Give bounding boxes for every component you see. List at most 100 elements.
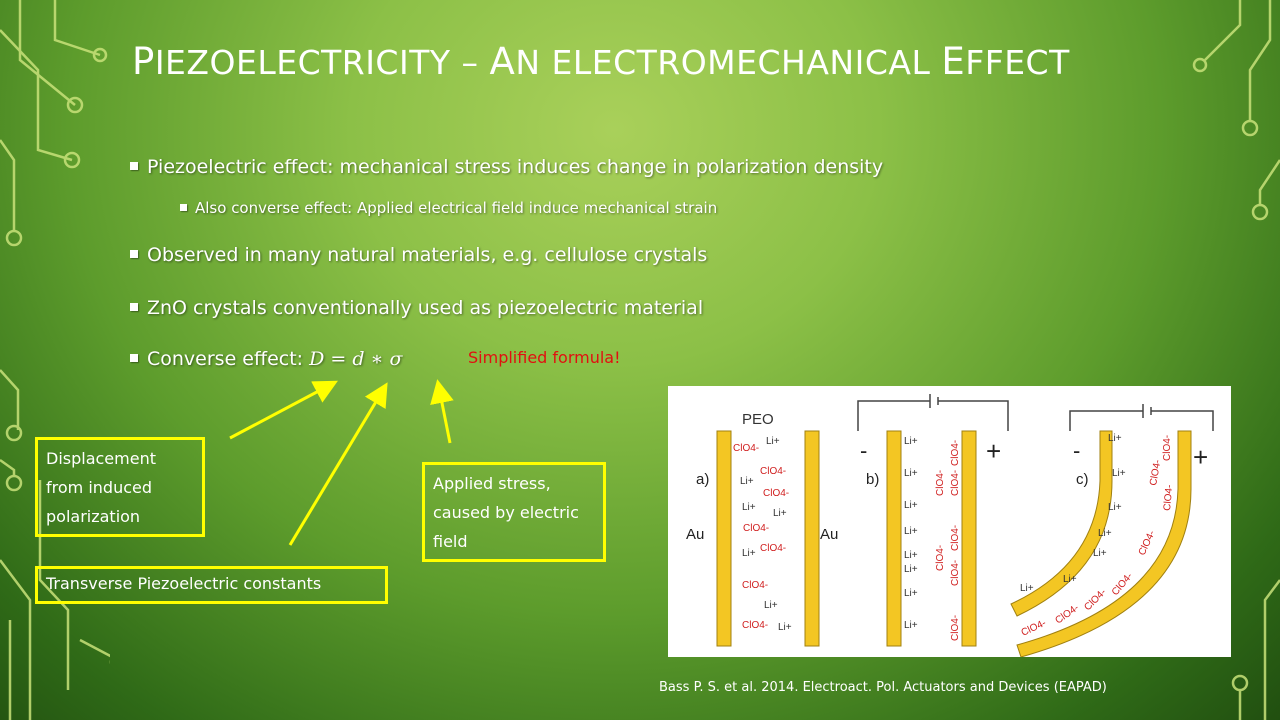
electrode-right [804,430,820,647]
bullet-marker [130,354,138,362]
bullet-text: Observed in many natural materials, e.g.… [147,244,708,266]
title-part: E [941,40,966,83]
ions-panel-a: ClO4- Li+ ClO4- Li+ ClO4- Li+ Li+ ClO4- … [733,436,792,633]
electrode-right [961,430,977,647]
sub-bullet-item: Also converse effect: Applied electrical… [180,199,717,217]
panel-label-b: b) [866,471,879,488]
panel-label-c: c) [1076,471,1089,488]
li-ion: Li+ [904,620,918,631]
bullet-marker [130,303,138,311]
title-part: A [489,40,516,83]
li-ion: Li+ [904,588,918,599]
clo4-ion: ClO4- [950,615,961,641]
li-ion: Li+ [904,436,918,447]
clo4-ion: ClO4- [742,620,768,631]
clo4-ion: ClO4- [950,560,961,586]
minus-sign-b: - [860,438,867,463]
bullet-item: Converse effect: D = d ∗ σ [130,348,402,370]
title-part: N ELECTROMECHANICAL [515,43,942,82]
slide-title: PIEZOELECTRICITY – AN ELECTROMECHANICAL … [132,40,1182,83]
plus-sign-b: + [986,436,1001,466]
li-ion: Li+ [773,508,787,519]
clo4-ion: ClO4- [935,470,946,496]
circuit-decoration-right [1192,0,1280,720]
bullet-marker [130,162,138,170]
au-right-label: Au [820,526,838,543]
li-ion: Li+ [1063,574,1077,585]
li-ion: Li+ [904,468,918,479]
au-left-label: Au [686,526,704,543]
panel-label-a: a) [696,471,709,488]
li-ion: Li+ [1112,468,1126,479]
transverse-annotation-box: Transverse Piezoelectric constants [35,566,388,604]
circuit-wire-b [857,394,1009,431]
clo4-ion: ClO4- [950,470,961,496]
clo4-ion: ClO4- [1148,459,1163,487]
clo4-ion: ClO4- [1020,618,1048,639]
sub-bullet-text: Also converse effect: Applied electrical… [195,199,718,217]
clo4-ion: ClO4- [760,543,786,554]
li-ion: Li+ [742,548,756,559]
arrow-displacement [229,380,338,440]
ions-panel-c: Li+ Li+ Li+ Li+ Li+ Li+ Li+ [1020,433,1126,594]
circuit-decoration-left [0,0,110,720]
ions-panel-b: Li+ Li+ Li+ Li+ Li+ Li+ Li+ Li+ [904,436,918,631]
ions-panel-b-anions: ClO4- ClO4- ClO4- ClO4- ClO4- ClO4- ClO4… [935,440,961,641]
bent-electrode-inner [1010,430,1113,617]
li-ion: Li+ [766,436,780,447]
clo4-ion: ClO4- [1137,529,1158,557]
annotation-text: Transverse Piezoelectric constants [46,574,322,593]
li-ion: Li+ [1108,433,1122,444]
actuator-diagram: PEO a) Au Au ClO4- Li+ ClO4- Li+ ClO4- L… [668,386,1231,658]
li-ion: Li+ [1108,502,1122,513]
li-ion: Li+ [1020,583,1034,594]
title-part: IEZOELECTRICITY [154,43,451,82]
plus-sign-c: + [1193,442,1208,472]
annotation-text: Applied stress, caused by electric field [433,474,579,551]
electrode-left [716,430,732,647]
clo4-ion: ClO4- [1162,435,1173,461]
clo4-ion: ClO4- [935,545,946,571]
li-ion: Li+ [1098,528,1112,539]
li-ion: Li+ [904,526,918,537]
arrow-transverse [288,382,388,546]
title-part: – [450,43,490,82]
clo4-ion: ClO4- [763,488,789,499]
clo4-ion: ClO4- [743,523,769,534]
title-part: FFECT [965,43,1070,82]
bullet-text: Piezoelectric effect: mechanical stress … [147,156,884,178]
li-ion: Li+ [764,600,778,611]
li-ion: Li+ [904,500,918,511]
li-ion: Li+ [1093,548,1107,559]
annotation-text: Displacement from induced polarization [46,449,156,526]
bullet-text: ZnO crystals conventionally used as piez… [147,297,704,319]
bullet-marker [180,204,187,211]
bullet-item: Observed in many natural materials, e.g.… [130,244,707,266]
citation: Bass P. S. et al. 2014. Electroact. Pol.… [659,680,1107,695]
bullet-text: Converse effect: [147,348,310,370]
electrode-left [886,430,902,647]
stress-annotation-box: Applied stress, caused by electric field [422,462,606,562]
title-part: P [132,40,155,83]
circuit-wire-c [1069,404,1214,431]
bullet-item: Piezoelectric effect: mechanical stress … [130,156,883,178]
actuator-diagram-svg: PEO a) Au Au ClO4- Li+ ClO4- Li+ ClO4- L… [686,394,1214,658]
clo4-ion: ClO4- [760,466,786,477]
displacement-annotation-box: Displacement from induced polarization [35,437,205,537]
li-ion: Li+ [740,476,754,487]
bullet-marker [130,250,138,258]
clo4-ion: ClO4- [1162,484,1175,511]
bullet-item: ZnO crystals conventionally used as piez… [130,297,703,319]
clo4-ion: ClO4- [742,580,768,591]
li-ion: Li+ [904,564,918,575]
clo4-ion: ClO4- [950,440,961,466]
formula: D = d ∗ σ [309,348,403,370]
li-ion: Li+ [904,550,918,561]
clo4-ion: ClO4- [950,525,961,551]
li-ion: Li+ [778,622,792,633]
minus-sign-c: - [1073,438,1080,463]
li-ion: Li+ [742,502,756,513]
peo-label: PEO [742,411,774,428]
clo4-ion: ClO4- [733,443,759,454]
simplified-formula-note: Simplified formula! [468,348,621,367]
